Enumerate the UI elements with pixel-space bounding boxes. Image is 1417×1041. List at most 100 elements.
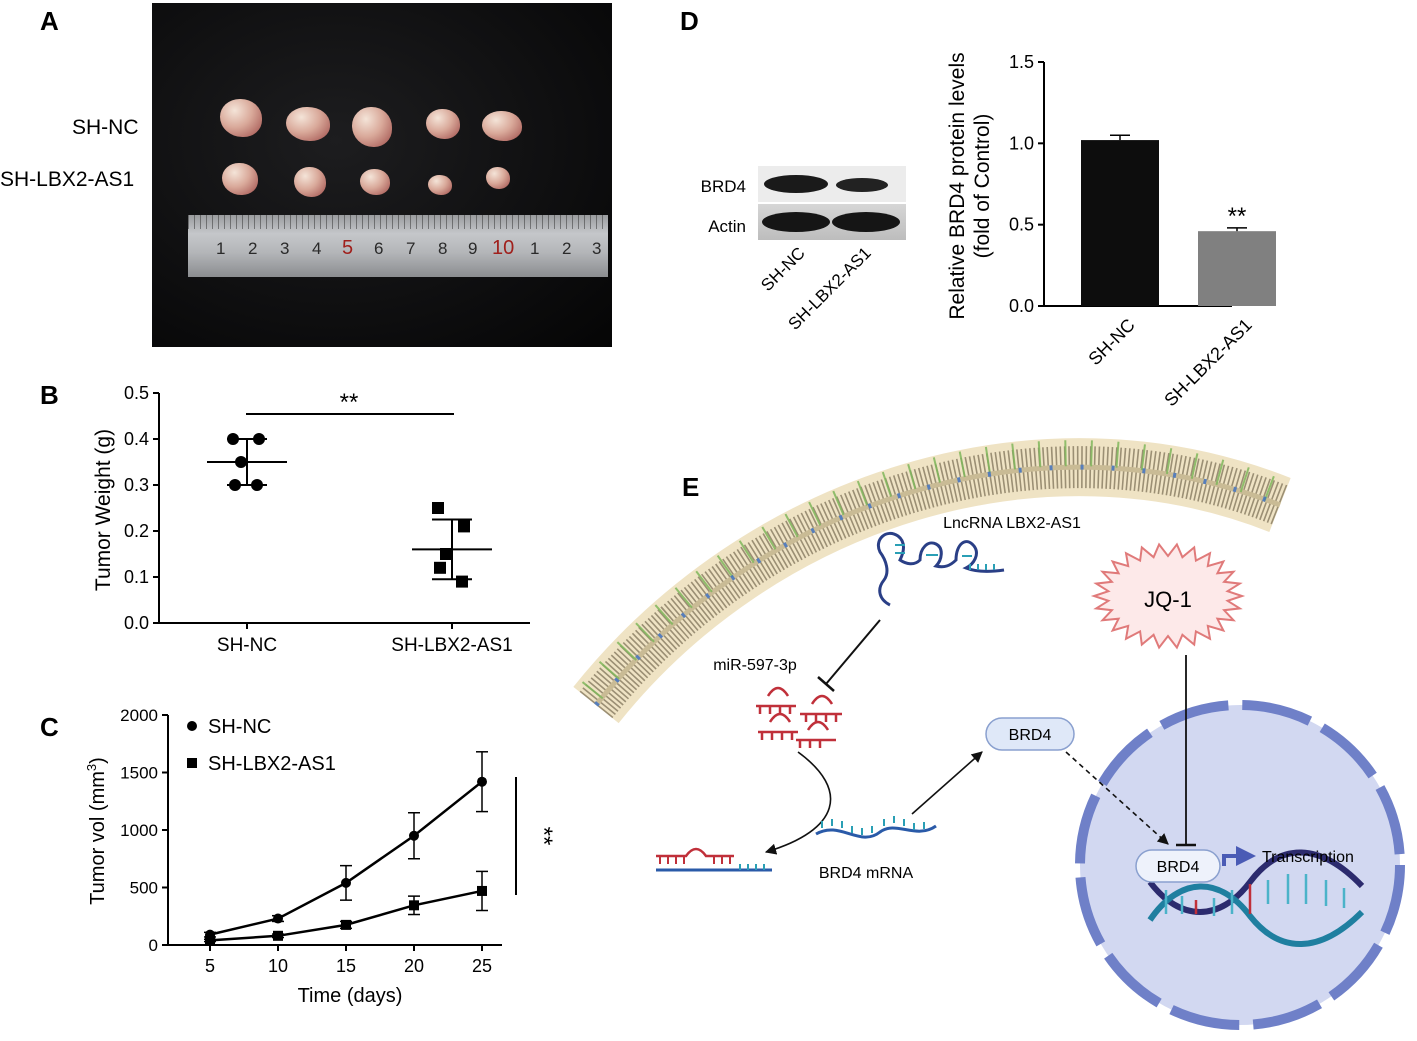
brd4-nucleus-pill	[1135, 849, 1221, 883]
panel-label-e: E	[682, 472, 700, 502]
x-tick-label: SH-NC	[1084, 315, 1138, 369]
tumor-nc-4	[426, 109, 460, 139]
data-point	[273, 913, 283, 924]
mirna-cluster	[756, 686, 842, 748]
y-tick-label: 0.5	[124, 383, 149, 403]
tumor-lbx-5	[486, 167, 510, 189]
ruler-number: 6	[374, 239, 384, 258]
x-tick-label: SH-LBX2-AS1	[391, 635, 512, 656]
ruler-number: 1	[216, 239, 226, 258]
x-tick-label: SH-NC	[217, 635, 277, 656]
data-point	[456, 575, 468, 588]
brd4-mrna-strand	[815, 824, 937, 839]
y-axis-label-tail: )	[87, 757, 109, 764]
row-label-sh-lbx2-as1: SH-LBX2-AS1	[0, 168, 135, 191]
panel-label-a: A	[40, 6, 59, 36]
arrow-translation	[911, 751, 983, 815]
ruler-number: 5	[342, 237, 354, 259]
jq1-label: JQ-1	[1144, 587, 1192, 612]
brd4-mrna-label: BRD4 mRNA	[819, 865, 914, 882]
band-actin-lbx	[832, 212, 900, 232]
y-tick-label: 0.3	[124, 475, 149, 495]
y-tick-label: 0.0	[124, 613, 149, 633]
ruler-ticks	[188, 215, 608, 229]
significance-label: **	[530, 827, 557, 846]
plot-area	[207, 413, 492, 588]
tumor-nc-3	[352, 107, 392, 147]
inhibition-bar-lncrna	[817, 676, 835, 692]
x-tick-label: 5	[205, 956, 215, 976]
band-actin-nc	[762, 212, 830, 232]
jq1-burst	[1090, 542, 1246, 650]
y-tick-label: 0.1	[124, 567, 149, 587]
y-tick-label: 0	[149, 936, 158, 955]
y-axis-label-line2: (fold of Control)	[971, 114, 994, 259]
brd4-protein-pill	[985, 717, 1075, 751]
data-point	[341, 919, 351, 930]
transcription-arrow	[1222, 846, 1256, 866]
mirna-label: miR-597-3p	[713, 657, 797, 674]
data-point	[251, 479, 263, 491]
y-tick-label: 1.0	[1009, 133, 1034, 153]
panel-label-c: C	[40, 712, 59, 742]
inhibition-line-lncrna	[825, 619, 881, 685]
tumor-photograph: 1 2 3 4 5 6 7 8 9 10 1 2 3	[152, 3, 612, 347]
y-axis-label-text: Tumor vol (mm	[87, 771, 109, 905]
band-brd4-lbx	[836, 178, 888, 192]
arrow-nuclear-translocation	[1065, 751, 1169, 845]
y-axis-label: Relative BRD4 protein levels	[946, 52, 969, 319]
tumor-nc-5	[482, 111, 522, 141]
x-tick-label: 15	[336, 956, 356, 976]
y-axis-label-sup: 3	[84, 764, 99, 771]
data-point	[409, 830, 419, 841]
ruler: 1 2 3 4 5 6 7 8 9 10 1 2 3	[188, 215, 608, 277]
tumor-lbx-2	[294, 167, 326, 197]
data-point	[477, 885, 487, 896]
legend-label: SH-LBX2-AS1	[208, 753, 336, 775]
data-point	[273, 930, 283, 941]
ruler-number: 2	[248, 239, 258, 258]
ruler-number: 4	[312, 239, 322, 258]
data-point	[409, 900, 419, 911]
western-blot: BRD4 Actin SH-NC SH-LBX2-AS1	[701, 166, 906, 334]
y-tick-label: 0.0	[1009, 296, 1034, 316]
data-point	[477, 776, 487, 787]
data-point	[458, 520, 470, 533]
blot-lane-label: SH-NC	[757, 243, 809, 295]
y-tick-label: 500	[130, 879, 158, 898]
data-point	[229, 479, 241, 491]
mirna-mrna-duplex	[656, 847, 772, 872]
significance-label: **	[340, 389, 359, 416]
ruler-number: 1	[530, 239, 540, 258]
plot-area: **	[1081, 134, 1276, 306]
tumor-lbx-4	[428, 175, 452, 195]
panel-label-d: D	[680, 6, 699, 36]
y-tick-label: 1000	[120, 821, 158, 840]
blot-label-actin: Actin	[708, 217, 746, 236]
data-point	[434, 561, 446, 574]
tumor-photo-panel: SH-NC SH-LBX2-AS1 1 2 3 4 5 6 7 8 9 10 1…	[0, 0, 620, 350]
brd4-mrna-bases	[821, 816, 925, 835]
ruler-number: 10	[492, 237, 515, 259]
data-point	[205, 935, 215, 946]
data-point	[440, 548, 452, 560]
ruler-number: 8	[438, 239, 448, 258]
brd4-protein-label: BRD4	[1009, 727, 1052, 744]
significance-label: **	[1228, 203, 1247, 230]
plot-area	[204, 751, 488, 946]
data-point	[227, 433, 239, 445]
legend-label: SH-NC	[208, 716, 271, 738]
ruler-number: 2	[562, 239, 572, 258]
legend-marker	[187, 758, 197, 768]
series-line	[209, 780, 483, 936]
x-tick-label: 20	[404, 956, 424, 976]
brd4-nucleus-label: BRD4	[1157, 859, 1200, 876]
data-point	[253, 433, 265, 445]
y-tick-label: 0.2	[124, 521, 149, 541]
y-tick-label: 1500	[120, 764, 158, 783]
lncrna-structure	[877, 531, 1005, 607]
